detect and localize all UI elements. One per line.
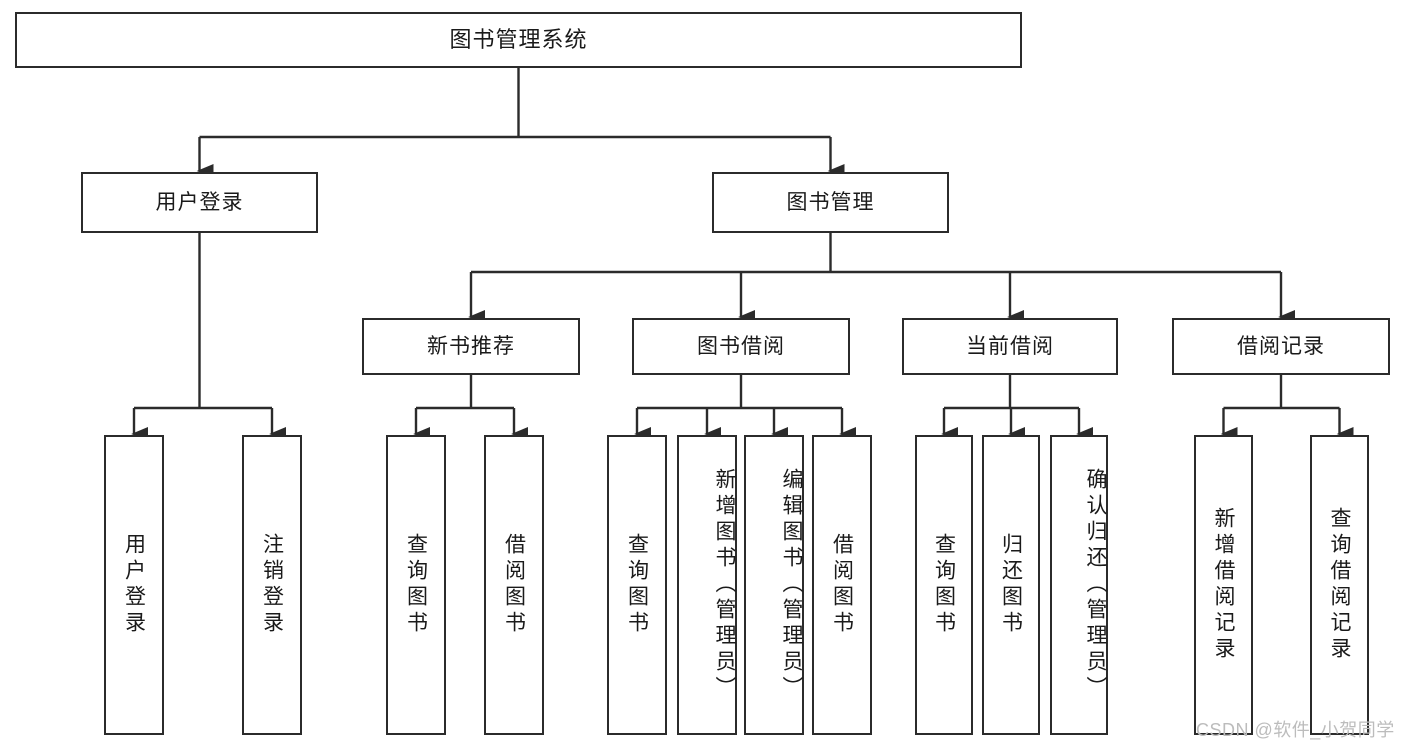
node-leaf-return-book: 归还图书	[982, 435, 1040, 735]
node-root: 图书管理系统	[15, 12, 1022, 68]
node-leaf-logout: 注销登录	[242, 435, 302, 735]
node-label: 确认归还（管理员）	[1084, 468, 1107, 702]
node-leaf-query-book-borrow: 查询图书	[607, 435, 667, 735]
node-leaf-add-borrow-record: 新增借阅记录	[1194, 435, 1253, 735]
csdn-watermark: CSDN @软件_小贺同学	[1196, 720, 1395, 740]
node-leaf-query-borrow-record: 查询借阅记录	[1310, 435, 1369, 735]
node-label: 当前借阅	[966, 334, 1054, 358]
node-label: 查询借阅记录	[1328, 507, 1351, 663]
node-new-book-recommend: 新书推荐	[362, 318, 580, 375]
node-label: 图书借阅	[697, 334, 785, 358]
node-label: 图书管理	[786, 190, 875, 214]
node-label: 借阅图书	[830, 533, 854, 637]
node-label: 图书管理系统	[449, 26, 588, 52]
node-borrow-record: 借阅记录	[1172, 318, 1390, 375]
node-book-management: 图书管理	[712, 172, 949, 233]
node-label: 新书推荐	[427, 334, 515, 358]
node-label: 查询图书	[404, 533, 428, 637]
node-leaf-borrow-book-recommend: 借阅图书	[484, 435, 544, 735]
node-leaf-user-login: 用户登录	[104, 435, 164, 735]
node-leaf-query-book-current: 查询图书	[915, 435, 973, 735]
node-label: 借阅记录	[1237, 334, 1325, 358]
node-current-borrow: 当前借阅	[902, 318, 1118, 375]
node-leaf-borrow-book: 借阅图书	[812, 435, 872, 735]
node-leaf-add-book: 新增图书（管理员）	[677, 435, 737, 735]
node-label: 新增图书（管理员）	[713, 468, 736, 702]
node-label: 用户登录	[155, 190, 244, 214]
node-leaf-edit-book: 编辑图书（管理员）	[744, 435, 804, 735]
node-label: 编辑图书（管理员）	[780, 468, 803, 702]
node-label: 新增借阅记录	[1212, 507, 1235, 663]
node-book-borrow: 图书借阅	[632, 318, 850, 375]
node-label: 查询图书	[625, 533, 649, 637]
node-label: 归还图书	[999, 533, 1023, 637]
node-label: 注销登录	[260, 533, 284, 637]
node-label: 用户登录	[122, 533, 146, 637]
node-user-login: 用户登录	[81, 172, 318, 233]
node-leaf-confirm-return: 确认归还（管理员）	[1050, 435, 1108, 735]
node-label: 借阅图书	[502, 533, 526, 637]
node-label: 查询图书	[932, 533, 956, 637]
node-leaf-query-book-recommend: 查询图书	[386, 435, 446, 735]
